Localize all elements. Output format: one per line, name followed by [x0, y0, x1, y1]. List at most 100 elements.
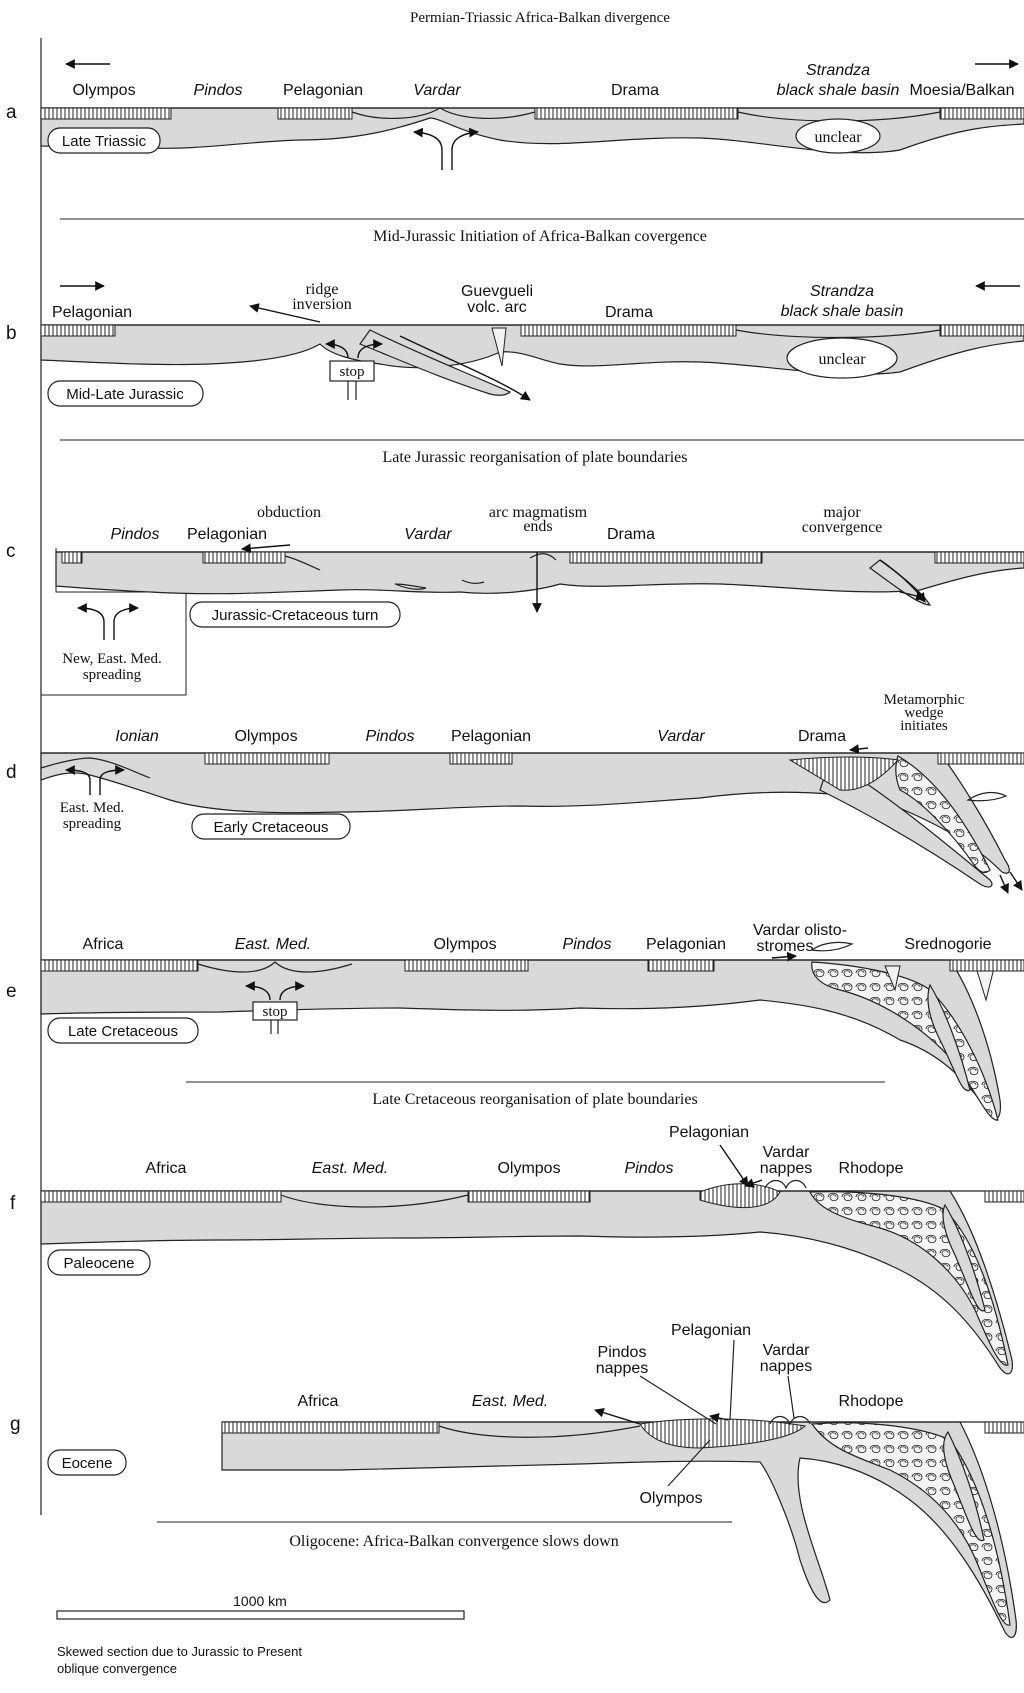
- label-a-pindos: Pindos: [194, 82, 243, 99]
- upwelling-arrow-left-a: [414, 132, 442, 170]
- section-d: d Ionian Olympos Pindos Pelagonian Varda…: [6, 692, 1024, 893]
- crust-block-olympos-f: [468, 1191, 590, 1202]
- crust-block-drama-c: [570, 552, 762, 563]
- upwelling-arrow-right-a: [452, 132, 478, 170]
- age-f: Paleocene: [64, 1255, 135, 1272]
- spreading-arrow-right-c: [114, 608, 138, 640]
- label-f-vardar: Vardar: [763, 1144, 811, 1161]
- leader-vardar-g: [788, 1376, 794, 1418]
- label-g-pelagonian: Pelagonian: [671, 1322, 751, 1339]
- label-f-nappes: nappes: [760, 1160, 813, 1177]
- slab-arrow-1-d: [1000, 875, 1008, 893]
- label-g-pindos-nappes: nappes: [596, 1360, 649, 1377]
- section-a: Permian-Triassic Africa-Balkan divergenc…: [6, 10, 1024, 170]
- label-g-vardar: Vardar: [763, 1342, 811, 1359]
- crust-block-moesia-b: [940, 325, 1024, 336]
- crust-block-olympos-d: [205, 753, 329, 764]
- label-b-inversion: inversion: [292, 296, 352, 313]
- age-g: Eocene: [62, 1455, 113, 1472]
- label-g-east-med: East. Med.: [472, 1393, 548, 1410]
- crust-block-drama-b: [521, 325, 736, 336]
- crust-block-pelagonian-b: [41, 325, 115, 336]
- label-e-stromes: stromes: [757, 938, 814, 955]
- crust-block-rhodope-f: [985, 1191, 1024, 1202]
- scale-label: 1000 km: [233, 1593, 287, 1609]
- scale-block: 1000 km Skewed section due to Jurassic t…: [57, 1593, 464, 1676]
- label-b-strandza: Strandza: [810, 283, 874, 300]
- label-c-obduction: obduction: [257, 504, 321, 521]
- label-e-srednogorie: Srednogorie: [904, 936, 991, 953]
- crust-block-pelagonian-d: [450, 753, 512, 764]
- scale-bar: [57, 1611, 464, 1619]
- leader-pindos-g: [640, 1376, 716, 1424]
- label-d-pindos: Pindos: [366, 728, 415, 745]
- olistostrome-e: [812, 942, 852, 950]
- spreading-d-2: spreading: [63, 816, 122, 832]
- label-b-black-shale-basin: black shale basin: [781, 303, 904, 320]
- label-g-vardar-nappes: nappes: [760, 1358, 813, 1375]
- label-e-olympos: Olympos: [433, 936, 496, 953]
- age-a: Late Triassic: [62, 133, 147, 150]
- crust-block-africa-e: [41, 960, 198, 971]
- label-d-olympos: Olympos: [234, 728, 297, 745]
- label-g-pindos: Pindos: [598, 1344, 647, 1361]
- label-e-pindos: Pindos: [563, 936, 612, 953]
- stop-b: stop: [339, 364, 364, 380]
- pelagonian-leader-f: [720, 1145, 748, 1186]
- label-a-moesia-balkan: Moesia/Balkan: [910, 82, 1015, 99]
- label-a-black-shale-basin: black shale basin: [777, 82, 900, 99]
- label-d-pelagonian: Pelagonian: [451, 728, 531, 745]
- crust-block-pindos-c: [62, 552, 82, 563]
- age-e: Late Cretaceous: [68, 1023, 178, 1040]
- section-b: Mid-Jurassic Initiation of Africa-Balkan…: [6, 219, 1024, 406]
- label-b-volc-arc: volc. arc: [467, 299, 527, 316]
- label-g-olympos: Olympos: [639, 1490, 702, 1507]
- label-c-ends: ends: [523, 518, 552, 535]
- label-e-africa: Africa: [83, 936, 124, 953]
- label-g-africa: Africa: [298, 1393, 339, 1410]
- label-d-drama: Drama: [798, 728, 846, 745]
- label-e-east-med: East. Med.: [235, 936, 311, 953]
- label-e-pelagonian: Pelagonian: [646, 936, 726, 953]
- label-d-vardar: Vardar: [657, 728, 705, 745]
- label-c-drama: Drama: [607, 526, 655, 543]
- header-c: Late Jurassic reorganisation of plate bo…: [383, 449, 688, 466]
- section-c: Late Jurassic reorganisation of plate bo…: [6, 440, 1024, 695]
- crust-block-pelagonian-e: [648, 960, 714, 971]
- stop-e: stop: [262, 1004, 287, 1020]
- unclear-text-b: unclear: [818, 351, 866, 368]
- spreading-c-2: spreading: [83, 667, 142, 683]
- crust-block-africa-g: [222, 1422, 439, 1433]
- label-f-pindos: Pindos: [625, 1160, 674, 1177]
- section-g: g Africa East. Med. Pindos nappes Pelago…: [10, 1322, 1024, 1637]
- label-c-vardar: Vardar: [404, 526, 452, 543]
- label-b-drama: Drama: [605, 304, 653, 321]
- crust-block-olympos-e: [405, 960, 528, 971]
- crust-block-east-d: [938, 753, 1024, 764]
- section-f: f Africa East. Med. Olympos Pindos Pelag…: [10, 1124, 1024, 1374]
- age-b: Mid-Late Jurassic: [66, 386, 184, 403]
- label-b-pelagonian: Pelagonian: [52, 304, 132, 321]
- section-letter-b: b: [6, 323, 17, 344]
- crust-block-drama-a: [535, 108, 738, 119]
- spreading-d-1: East. Med.: [60, 800, 125, 816]
- olistostrome-arrow-e: [772, 956, 796, 958]
- label-f-olympos: Olympos: [497, 1160, 560, 1177]
- crust-block-east-c: [935, 552, 1024, 563]
- label-a-olympos: Olympos: [72, 82, 135, 99]
- label-d-ionian: Ionian: [115, 728, 159, 745]
- unclear-text-a: unclear: [814, 129, 862, 146]
- label-f-rhodope: Rhodope: [839, 1160, 904, 1177]
- note-line-1: Skewed section due to Jurassic to Presen…: [57, 1644, 302, 1659]
- label-a-vardar: Vardar: [413, 82, 461, 99]
- label-f-pelagonian: Pelagonian: [669, 1124, 749, 1141]
- section-letter-e: e: [6, 981, 17, 1002]
- header-a: Permian-Triassic Africa-Balkan divergenc…: [410, 10, 670, 26]
- label-g-rhodope: Rhodope: [839, 1393, 904, 1410]
- label-b-guevgueli: Guevgueli: [461, 283, 533, 300]
- slab-arrow-2-d: [1010, 872, 1022, 890]
- footer-g: Oligocene: Africa-Balkan convergence slo…: [289, 1533, 618, 1550]
- section-letter-g: g: [10, 1414, 21, 1435]
- crust-block-pelagonian-c: [203, 552, 285, 563]
